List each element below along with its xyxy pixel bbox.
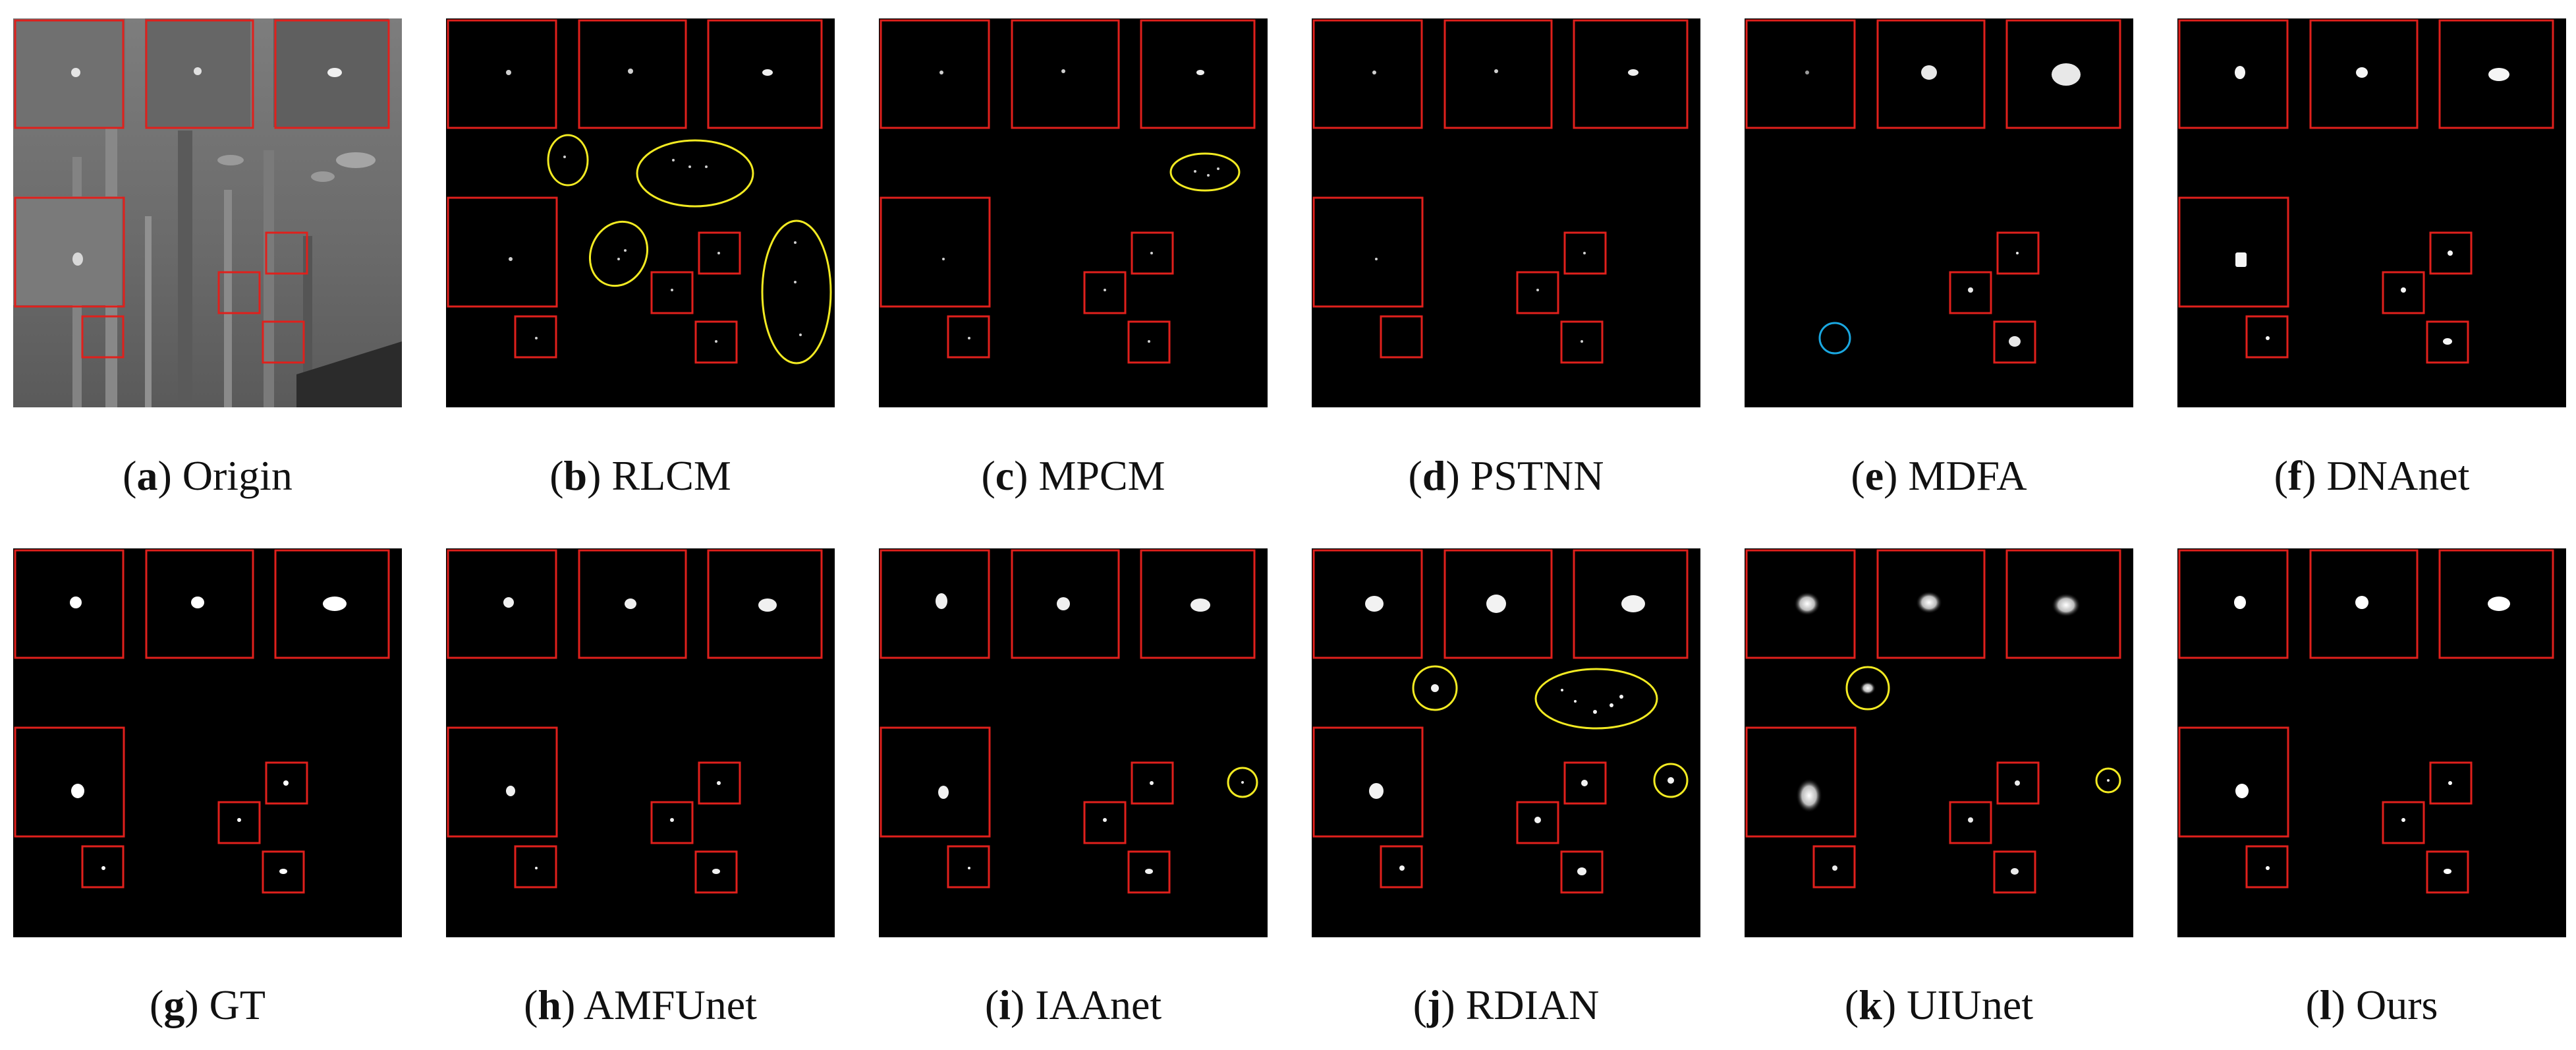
- mdfa-result: [1745, 19, 2121, 364]
- caption-rlcm: (b) RLCM: [549, 452, 731, 499]
- amfunet-result: [447, 549, 823, 894]
- rdian-result: [1312, 549, 1689, 894]
- missed-detection-circle: [1818, 322, 1851, 355]
- panel-uiunet: [1745, 548, 2133, 937]
- caption-origin: (a) Origin: [123, 452, 293, 499]
- target-zoom-3: [327, 68, 342, 77]
- panel-origin: [13, 18, 402, 407]
- panel-rdian: [1312, 548, 1700, 937]
- target-zoom-2: [194, 67, 202, 75]
- caption-mpcm: (c) MPCM: [981, 452, 1165, 499]
- zoom-boxes: [14, 19, 390, 364]
- rlcm-result: [447, 19, 832, 365]
- caption-ours: (l) Ours: [2305, 981, 2438, 1028]
- ours-result: [2178, 549, 2554, 894]
- panel-mpcm: [879, 18, 1268, 407]
- panel-amfunet: [446, 548, 835, 937]
- caption-rdian: (j) RDIAN: [1413, 981, 1600, 1028]
- mpcm-result: [880, 19, 1256, 364]
- panel-rlcm: [446, 18, 835, 407]
- uiunet-result: [1745, 549, 2121, 894]
- caption-mdfa: (e) MDFA: [1851, 452, 2027, 499]
- panel-dnanet: [2177, 18, 2566, 407]
- false-alarm-marks: [1845, 666, 2121, 794]
- false-alarm-circle: [1227, 767, 1258, 798]
- panel-mdfa: [1745, 18, 2133, 407]
- caption-iaanet: (i) IAAnet: [984, 981, 1162, 1028]
- caption-gt: (g) GT: [150, 981, 266, 1028]
- iaanet-result: [880, 549, 1258, 894]
- target-zoom-4: [72, 252, 83, 266]
- origin-infrared-image: [13, 18, 402, 407]
- gt-result: [14, 549, 390, 894]
- dnanet-result: [2178, 19, 2554, 364]
- panel-iaanet: [879, 548, 1268, 937]
- panel-pstnn: [1312, 18, 1700, 407]
- pstnn-result: [1312, 19, 1689, 364]
- false-alarm-marks: [1412, 665, 1689, 798]
- false-alarm-ellipse: [1169, 152, 1241, 192]
- target-zoom-1: [71, 68, 80, 77]
- panel-ours: [2177, 548, 2566, 937]
- caption-amfunet: (h) AMFUnet: [524, 981, 757, 1028]
- false-alarm-ellipses: [547, 134, 832, 365]
- caption-dnanet: (f) DNAnet: [2274, 452, 2470, 499]
- caption-pstnn: (d) PSTNN: [1408, 452, 1604, 499]
- panel-gt: [13, 548, 402, 937]
- caption-uiunet: (k) UIUnet: [1844, 981, 2034, 1028]
